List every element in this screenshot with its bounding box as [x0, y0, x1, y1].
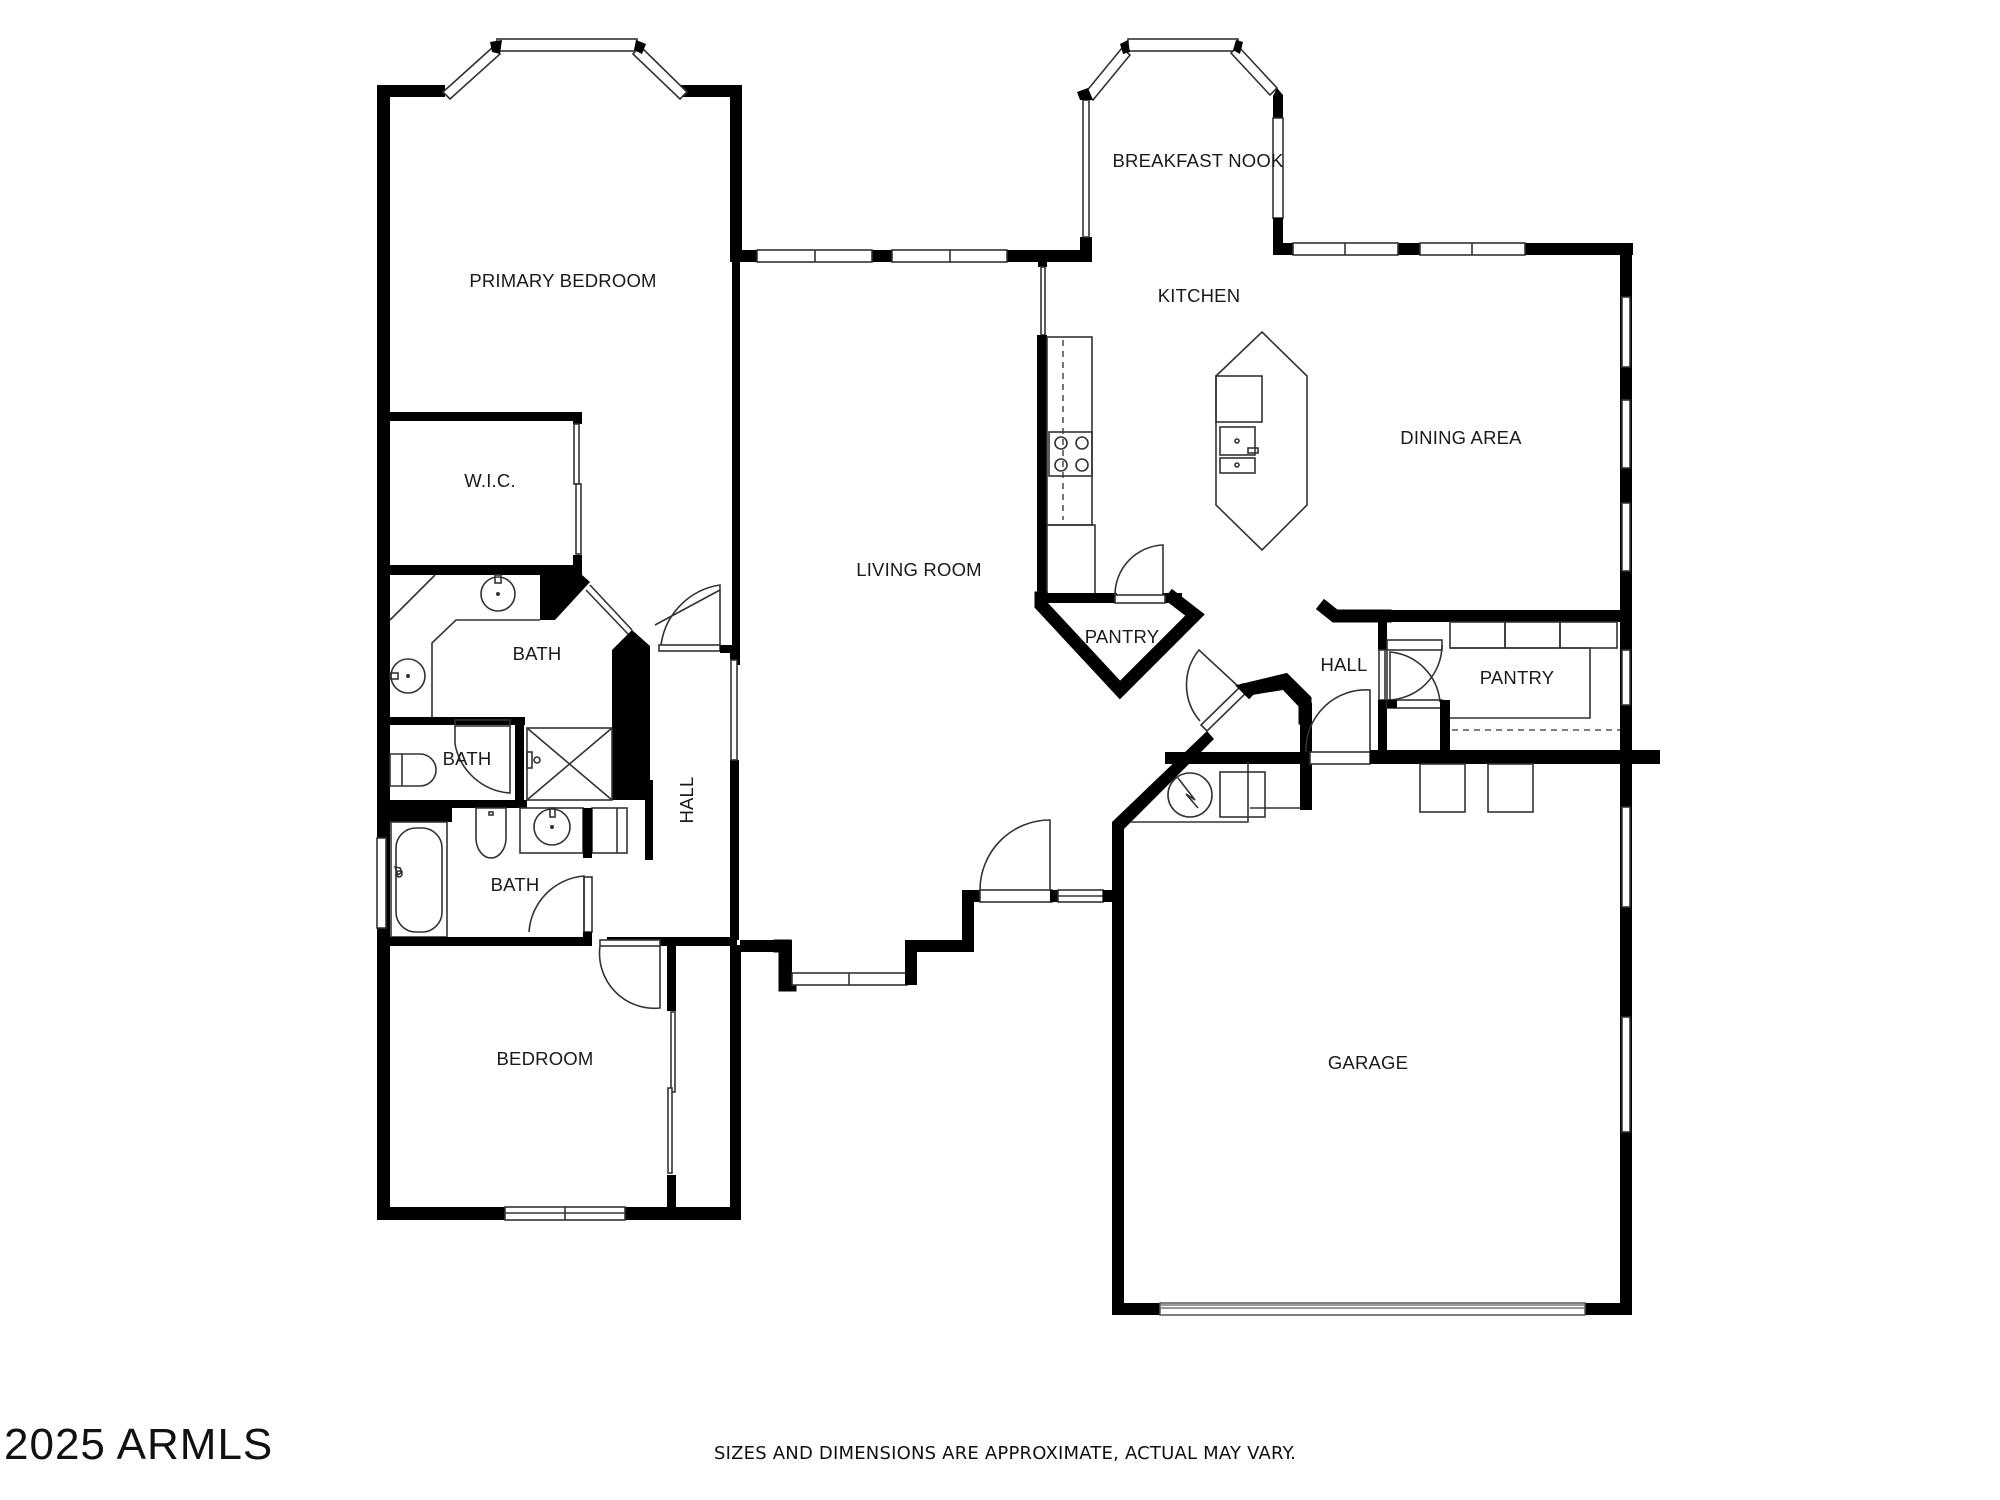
garage — [1112, 763, 1632, 1315]
room-label-primary-bedroom: PRIMARY BEDROOM — [469, 270, 656, 291]
hall-east — [1305, 598, 1660, 765]
room-label-toilet-room: BATH — [443, 748, 492, 769]
watermark: 2025 ARMLS — [4, 1420, 274, 1469]
range-icon — [1048, 431, 1093, 477]
disclaimer-container: SIZES AND DIMENSIONS ARE APPROXIMATE, AC… — [0, 1443, 2000, 1464]
garage-entry-walls — [1112, 648, 1312, 1315]
wic-walls — [377, 412, 582, 575]
kitchen-island — [1215, 330, 1308, 552]
hall-west-walls — [730, 650, 780, 952]
primary-bay-window — [441, 38, 689, 101]
room-label-hall-bath: BATH — [491, 874, 540, 895]
room-label-living-room: LIVING ROOM — [856, 559, 982, 580]
east-exterior-wall — [1620, 243, 1632, 1315]
primary-bath-walls — [377, 574, 650, 802]
hall-bath — [376, 780, 653, 946]
toilet-room — [377, 719, 527, 808]
room-label-kitchen-pantry: PANTRY — [1085, 626, 1160, 647]
room-label-bedroom: BEDROOM — [497, 1048, 594, 1069]
laundry-pantry — [1378, 621, 1620, 752]
room-label-hall-west: HALL — [676, 776, 697, 823]
island-sink-icon — [1219, 426, 1259, 474]
room-label-wic: W.I.C. — [464, 470, 516, 491]
kitchen-walls — [1037, 38, 1633, 605]
kitchen-pantry — [1034, 544, 1205, 700]
room-label-hall-east: HALL — [1320, 654, 1367, 675]
room-label-laundry-pantry: PANTRY — [1480, 667, 1555, 688]
primary-bath-door — [654, 584, 732, 653]
living-room-walls — [730, 249, 1115, 992]
primary-bedroom-walls — [377, 85, 760, 1220]
room-label-garage: GARAGE — [1328, 1052, 1408, 1073]
room-label-breakfast-nook: BREAKFAST NOOK — [1112, 150, 1284, 171]
room-label-primary-bath: BATH — [513, 643, 562, 664]
bedroom — [377, 937, 741, 1221]
room-label-dining-area: DINING AREA — [1400, 427, 1522, 448]
disclaimer-text: SIZES AND DIMENSIONS ARE APPROXIMATE, AC… — [713, 1443, 1297, 1464]
room-label-kitchen: KITCHEN — [1158, 285, 1241, 306]
garage-door-icon — [1159, 1302, 1586, 1316]
water-heater-icon — [1130, 762, 1300, 823]
